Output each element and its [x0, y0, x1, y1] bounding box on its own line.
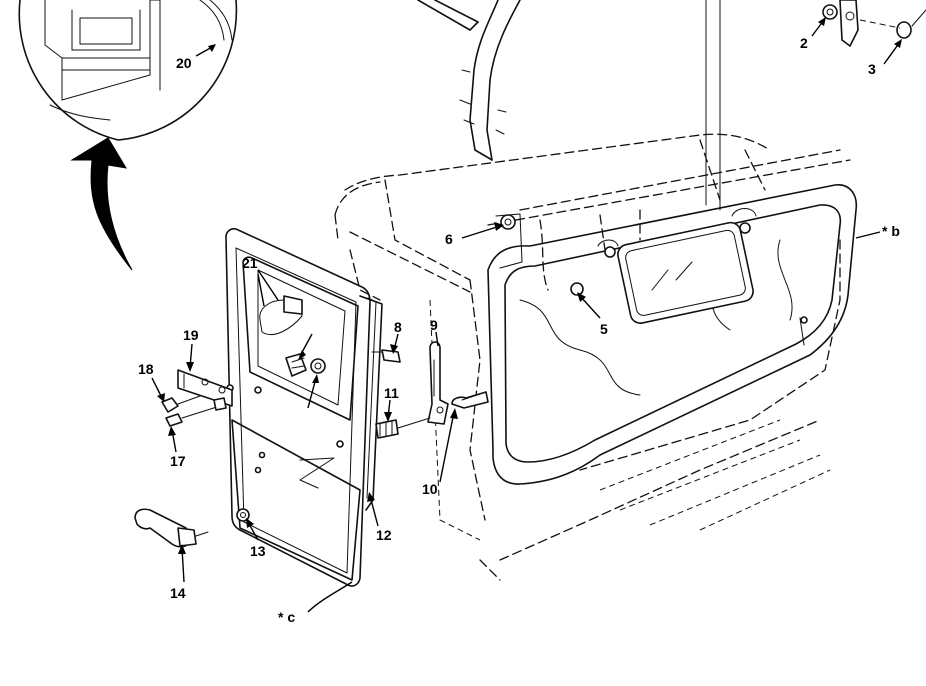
callout-labels: 2 3 6 5 21 19 18 17 8 9 11 10 12 13 14 *…	[138, 35, 900, 625]
callout-14: 14	[170, 585, 186, 601]
callout-17: 19	[183, 327, 199, 343]
curved-arrow-icon	[70, 137, 133, 271]
callout-13: 13	[250, 543, 266, 559]
callout-15: 17	[170, 453, 186, 469]
retainer-clip	[495, 213, 523, 269]
top-right-hardware	[822, 0, 926, 47]
inner-trim-panel	[225, 228, 371, 587]
callout-16: 18	[138, 361, 154, 377]
detail-view: 20	[18, 0, 238, 141]
note-c: * c	[278, 609, 295, 625]
callout-5: 5	[600, 321, 608, 337]
window-regulator-parts	[259, 295, 326, 377]
callout-19: 21	[242, 255, 258, 271]
callout-8: 8	[394, 319, 402, 335]
callout-11: 11	[384, 385, 399, 401]
callout-10: 10	[422, 481, 438, 497]
door-body	[334, 133, 851, 581]
seal-strip	[359, 295, 383, 511]
callout-2: 2	[800, 35, 808, 51]
upper-window-frame	[417, 0, 721, 211]
note-b: * b	[882, 223, 900, 239]
callout-leaders	[151, 17, 902, 613]
outer-door-panel	[487, 184, 858, 485]
callout-6: 6	[445, 231, 453, 247]
callout-12: 12	[376, 527, 392, 543]
hinge-bracket	[161, 369, 233, 427]
callout-9: 9	[430, 317, 438, 333]
lock-bracket-hardware	[371, 341, 489, 439]
callout-18: 20	[176, 55, 192, 71]
callout-3: 3	[868, 61, 876, 77]
